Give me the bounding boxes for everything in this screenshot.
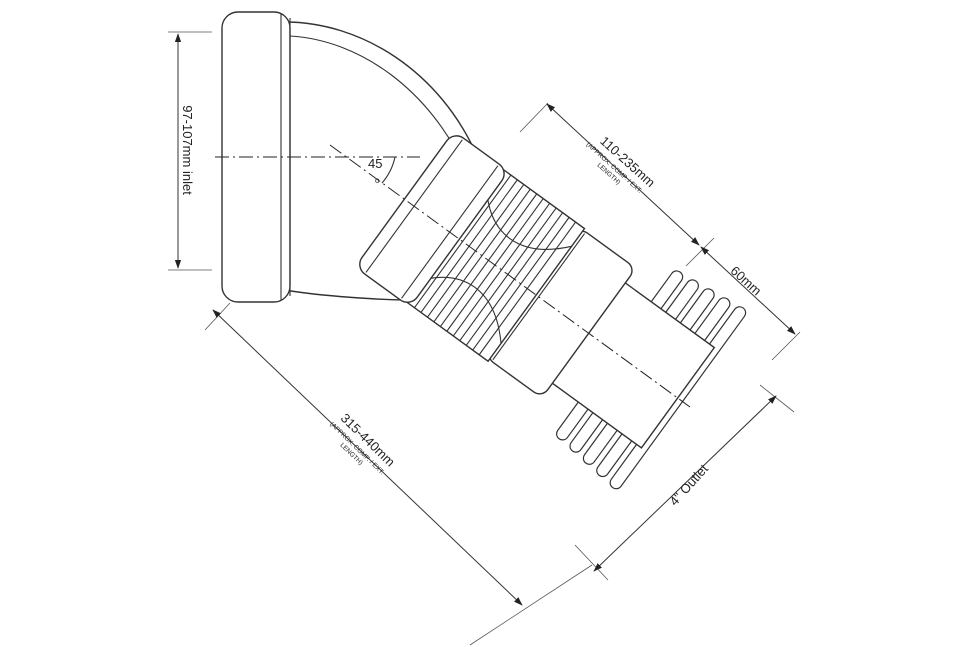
angle-arc <box>381 156 396 184</box>
outlet-label: 4" Outlet <box>666 461 711 509</box>
comp-extension-2 <box>685 237 715 267</box>
spigot-extension <box>771 331 801 361</box>
outlet-extension-1 <box>759 384 795 413</box>
overall-extension-2 <box>469 564 593 646</box>
outlet-extension-2 <box>574 544 609 581</box>
degree-mark: o <box>375 176 380 185</box>
outlet-dimension-line <box>593 395 777 572</box>
inlet-collar <box>221 11 291 303</box>
outlet-centerline <box>329 144 691 408</box>
overall-extension-1 <box>204 302 231 331</box>
angle-label: 45 <box>368 156 382 171</box>
spigot-dimension-line <box>700 246 796 335</box>
angle-indicator: 45 o <box>368 156 396 185</box>
collar-outer <box>221 11 291 303</box>
inlet-dimension: 97-107mm inlet <box>168 31 212 271</box>
inlet-label: 97-107mm inlet <box>180 105 195 195</box>
comp-extension-1 <box>519 102 549 133</box>
overall-dimension-line <box>212 309 523 606</box>
comp-dimension-line <box>546 103 700 246</box>
spigot-label: 60mm <box>728 263 765 298</box>
